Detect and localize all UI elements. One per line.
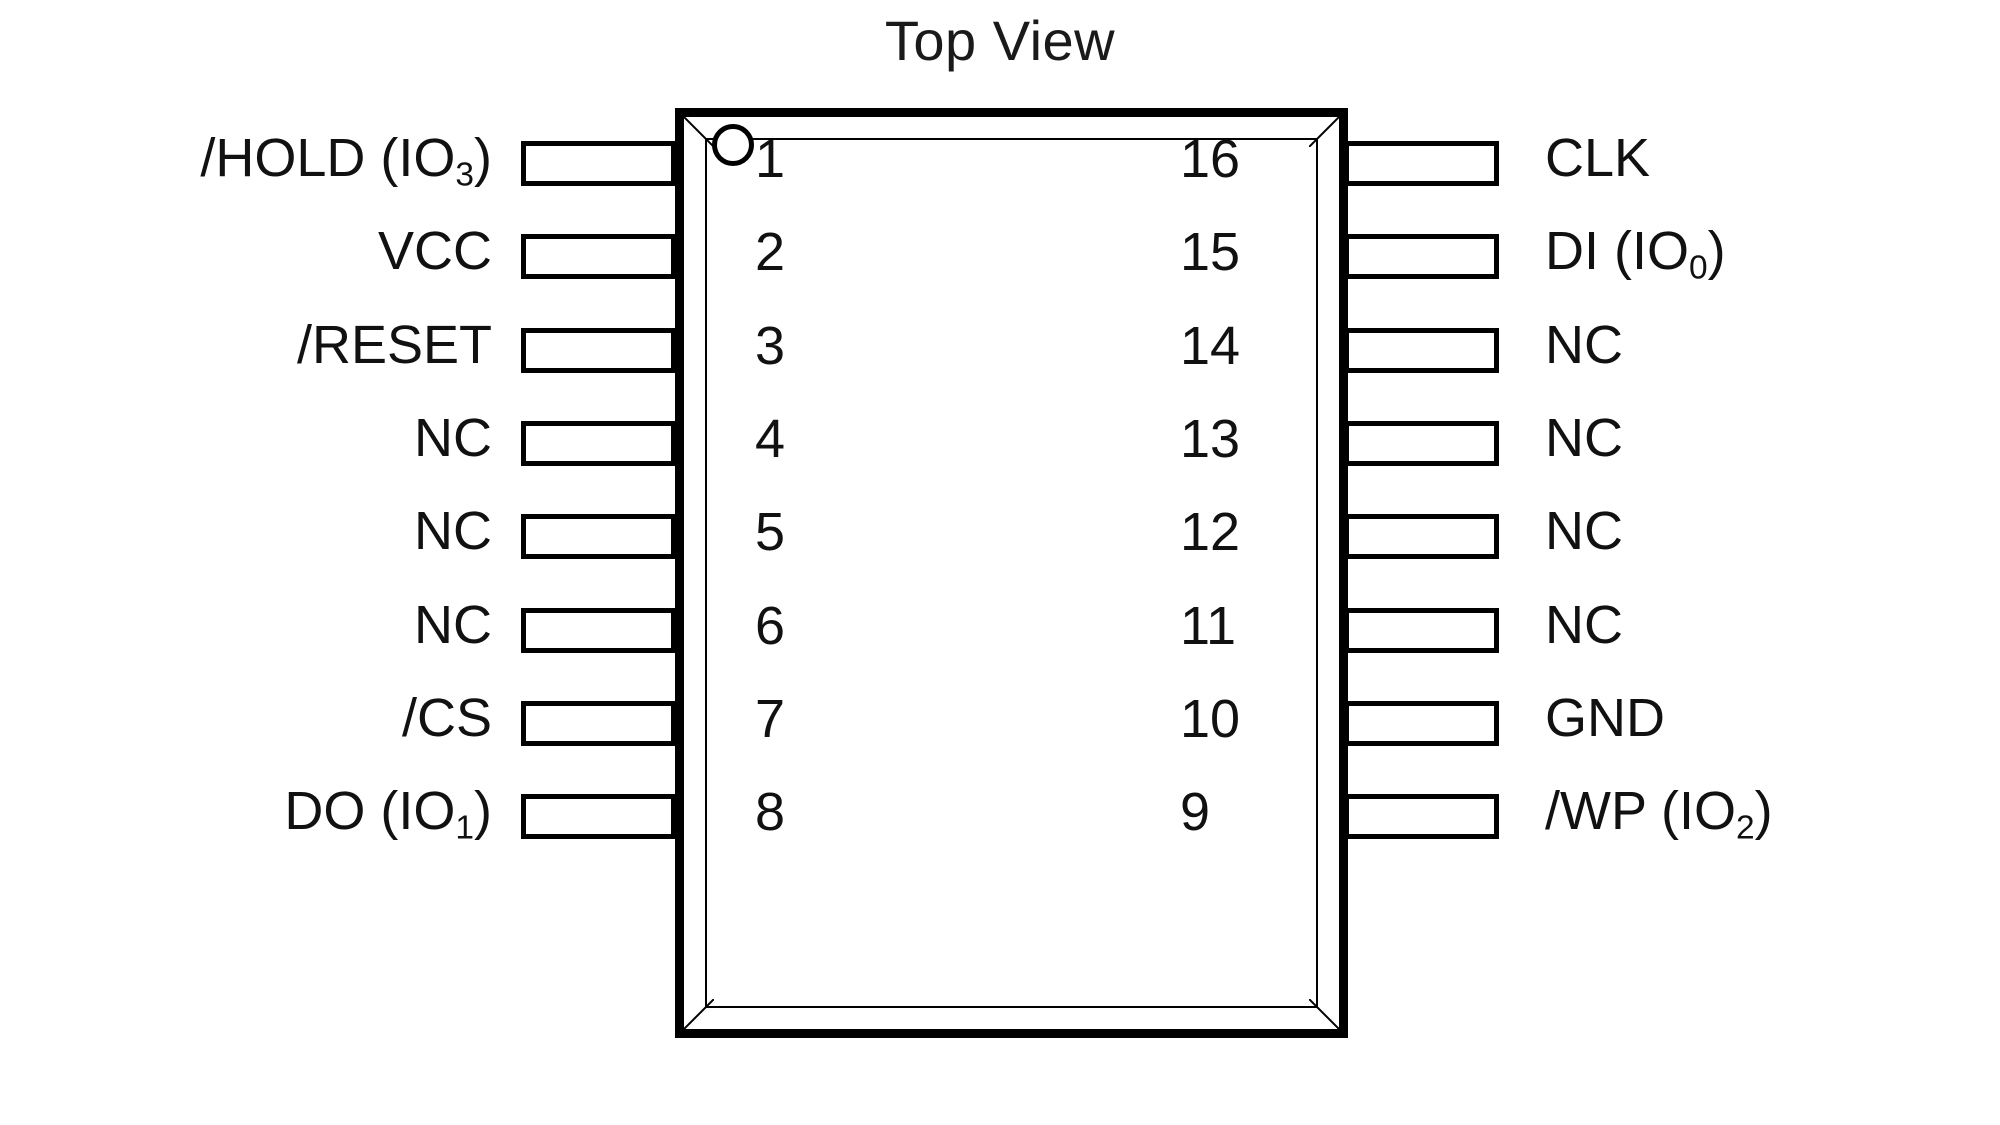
page-title: Top View <box>884 9 1116 72</box>
signal-label-text: DO (IO <box>284 781 456 842</box>
bevel-corner-top-left <box>683 116 714 147</box>
bevel-corner-bottom-right <box>1309 999 1340 1030</box>
pin-label-9: /WP (IO2) <box>1545 781 2000 845</box>
pin-lead-16[interactable] <box>1344 141 1499 186</box>
pin-number-1: 1 <box>755 129 786 189</box>
signal-label-text: DI (IO <box>1545 221 1689 282</box>
signal-label-text: NC <box>1545 407 1623 468</box>
pin-number-13: 13 <box>1180 408 1241 469</box>
pin-label-12: NC <box>1545 504 2000 558</box>
pin-label-15: DI (IO0) <box>1545 221 2000 285</box>
pin-label-13: NC <box>1545 411 2000 465</box>
pin-label-10: GND <box>1545 691 2000 745</box>
pin-lead-7[interactable] <box>521 700 676 746</box>
pin-label-1: /HOLD (IO3) <box>0 128 492 192</box>
pin-number-4: 4 <box>755 408 786 469</box>
pin-number-10: 10 <box>1180 688 1241 749</box>
pin-lead-12[interactable] <box>1344 514 1499 560</box>
pin-number-11: 11 <box>1180 595 1237 656</box>
pin-label-16: CLK <box>1545 131 2000 185</box>
bevel-corner-top-right <box>1309 116 1340 147</box>
pin-label-7: /CS <box>0 691 492 745</box>
pin-lead-10[interactable] <box>1344 700 1499 746</box>
pin-lead-4[interactable] <box>521 420 676 466</box>
signal-label-text: NC <box>1545 594 1623 655</box>
pin-lead-3[interactable] <box>521 327 676 373</box>
signal-label-subscript: 0 <box>1689 249 1708 287</box>
pin-label-11: NC <box>1545 598 2000 652</box>
pin-number-7: 7 <box>755 688 786 749</box>
signal-label-tail: ) <box>474 128 492 188</box>
signal-label-text: /CS <box>401 687 492 748</box>
pin-lead-5[interactable] <box>521 514 676 560</box>
chip-body-inner-edge <box>705 138 1318 1008</box>
pin-number-6: 6 <box>755 595 786 656</box>
chip-body <box>675 108 1348 1038</box>
pin-lead-8[interactable] <box>521 794 676 840</box>
pin-number-2: 2 <box>755 222 786 283</box>
pin-label-2: VCC <box>0 224 492 278</box>
signal-label-subscript: 3 <box>455 156 475 194</box>
signal-label-text: GND <box>1545 687 1665 748</box>
pin-lead-1[interactable] <box>521 141 676 186</box>
signal-label-tail: ) <box>1707 221 1726 282</box>
pin-number-14: 14 <box>1180 315 1241 376</box>
signal-label-text: NC <box>1545 314 1623 375</box>
pin-label-5: NC <box>0 504 492 558</box>
signal-label-text: NC <box>414 594 492 655</box>
pin-label-14: NC <box>1545 318 2000 372</box>
signal-label-subscript: 1 <box>455 809 475 847</box>
pin-number-5: 5 <box>755 502 786 563</box>
signal-label-text: CLK <box>1545 128 1651 188</box>
pin-number-9: 9 <box>1180 782 1211 843</box>
pin-lead-6[interactable] <box>521 607 676 653</box>
signal-label-text: /RESET <box>296 314 492 375</box>
signal-label-text: /HOLD (IO <box>200 128 456 188</box>
pin-lead-11[interactable] <box>1344 607 1499 653</box>
pin-lead-13[interactable] <box>1344 420 1499 466</box>
pin-label-6: NC <box>0 598 492 652</box>
pin-label-3: /RESET <box>0 318 492 372</box>
signal-label-tail: ) <box>1754 781 1773 842</box>
pin-number-3: 3 <box>755 315 786 376</box>
pin-number-16: 16 <box>1180 129 1241 189</box>
pin-lead-9[interactable] <box>1344 794 1499 840</box>
pin-lead-14[interactable] <box>1344 327 1499 373</box>
pin-number-15: 15 <box>1180 222 1241 283</box>
bevel-corner-bottom-left <box>683 999 714 1030</box>
signal-label-text: NC <box>414 407 492 468</box>
pin-number-12: 12 <box>1180 502 1241 563</box>
signal-label-subscript: 2 <box>1736 809 1755 847</box>
pin-label-4: NC <box>0 411 492 465</box>
signal-label-text: VCC <box>377 221 492 282</box>
pin-number-8: 8 <box>755 782 786 843</box>
signal-label-text: NC <box>1545 501 1623 562</box>
signal-label-tail: ) <box>474 781 492 842</box>
pin-1-circle-icon <box>712 124 754 166</box>
signal-label-text: /WP (IO <box>1545 781 1737 842</box>
pin-lead-2[interactable] <box>521 234 676 280</box>
pin-label-8: DO (IO1) <box>0 781 492 845</box>
pin-lead-15[interactable] <box>1344 234 1499 280</box>
signal-label-text: NC <box>414 501 492 562</box>
